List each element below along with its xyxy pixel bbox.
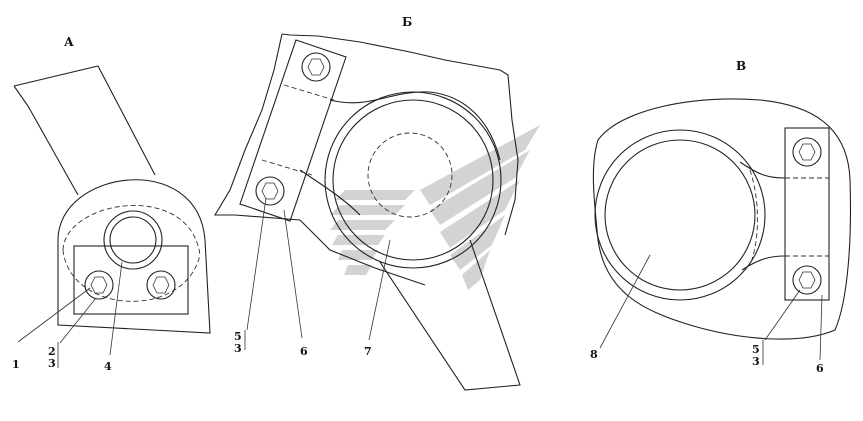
view-v-title: В (736, 59, 746, 73)
callout-v-frac-bottom: 3 (752, 355, 760, 368)
callout-7: 7 (364, 345, 372, 358)
bolt-left-icon (84, 270, 114, 300)
view-v: В 8 5 3 6 (590, 59, 852, 375)
callout-a-frac-top: 2 (48, 345, 56, 358)
ring-b-inner (332, 99, 494, 261)
clamp-v (784, 127, 830, 301)
bolt-v-bottom-icon (792, 265, 822, 295)
bolt-right-icon (146, 270, 176, 300)
callout-b-6: 6 (300, 345, 308, 358)
clamp-b (239, 39, 347, 222)
view-a-title: А (64, 35, 74, 49)
callout-8: 8 (590, 348, 598, 361)
bolt-b-top-icon (301, 52, 331, 82)
watermark-logo-icon (330, 125, 540, 290)
plate-a (73, 245, 189, 315)
view-b: Б 5 3 6 7 (214, 15, 521, 391)
ring-v-inner (604, 139, 756, 291)
bolt-v-top-icon (792, 137, 822, 167)
bolt-b-bottom-icon (255, 176, 285, 206)
bushing-outer (103, 210, 163, 270)
view-a: А 1 2 3 4 (12, 35, 211, 373)
callout-b-frac-top: 5 (234, 330, 242, 343)
callout-a-frac-bottom: 3 (48, 357, 56, 370)
callout-b-frac-bottom: 3 (234, 342, 242, 355)
callout-4: 4 (104, 360, 112, 373)
ring-v-outer (594, 129, 766, 301)
callout-1: 1 (12, 358, 20, 371)
callout-v-frac-top: 5 (752, 343, 760, 356)
callout-v-6: 6 (816, 362, 824, 375)
view-b-title: Б (402, 15, 412, 29)
bushing-inner (109, 216, 157, 264)
